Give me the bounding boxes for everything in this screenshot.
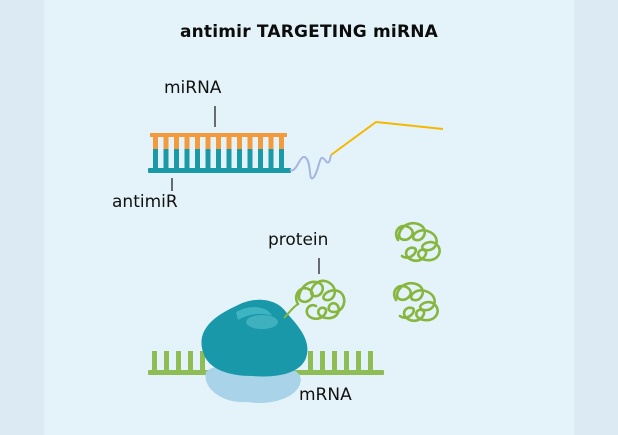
diagram-title: antimir TARGETING miRNA: [179, 22, 439, 42]
mirna-teeth: [153, 136, 284, 149]
linker-loop: [289, 154, 332, 180]
protein-coil-lower-right: [392, 281, 439, 323]
mrna-label: mRNA: [299, 385, 352, 405]
ribosome: [201, 299, 308, 404]
mirna-label: miRNA: [164, 78, 222, 98]
mirna-antimir-duplex: [148, 133, 291, 173]
nascent-peptide: [283, 303, 299, 319]
antimir-label: antimiR: [112, 192, 178, 212]
antimir-strand: [148, 168, 291, 173]
protein-coil-main: [294, 279, 346, 321]
protein-label: protein: [268, 230, 329, 250]
antimir-teeth: [153, 149, 284, 170]
protein-coil-upper-right: [394, 221, 441, 263]
mirna-strand: [150, 133, 287, 137]
tail-strand: [330, 120, 444, 156]
ribosome-large-subunit: [201, 299, 308, 377]
